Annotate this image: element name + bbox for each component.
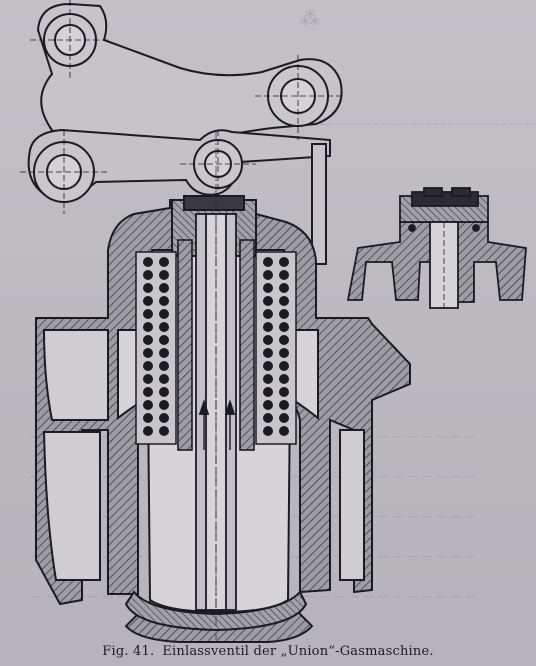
spring-coil xyxy=(143,374,153,384)
spring-coil xyxy=(143,309,153,319)
spring-coil xyxy=(143,283,153,293)
spring-coil xyxy=(263,257,273,267)
spring-coil xyxy=(279,270,289,280)
spring-coil xyxy=(263,309,273,319)
spring-coil xyxy=(159,348,169,358)
spring-coil xyxy=(143,361,153,371)
spring-coil xyxy=(279,348,289,358)
spring-coil xyxy=(279,413,289,423)
spring-coil xyxy=(263,335,273,345)
spring-coil xyxy=(143,296,153,306)
spring-coil xyxy=(279,361,289,371)
spring-coil xyxy=(143,257,153,267)
spring-coil xyxy=(279,374,289,384)
spring-coil xyxy=(279,335,289,345)
figure-caption: Fig. 41. Einlassventil der „Union“-Gasmas… xyxy=(0,644,536,659)
spring-coil xyxy=(279,309,289,319)
spring-coil xyxy=(279,387,289,397)
figure-caption-text: Einlassventil der „Union“-Gasmaschine. xyxy=(162,644,434,659)
spring-coil xyxy=(143,322,153,332)
spring-coil xyxy=(159,374,169,384)
valve-disc xyxy=(124,590,308,632)
lever-linkage xyxy=(20,0,345,265)
spring-coil xyxy=(159,361,169,371)
spring-coil xyxy=(263,296,273,306)
spring-coil xyxy=(263,322,273,332)
spring-coil xyxy=(159,413,169,423)
spring-coil xyxy=(263,270,273,280)
spring-coil xyxy=(263,361,273,371)
spring-coil xyxy=(263,387,273,397)
spring-coil xyxy=(159,309,169,319)
spring-coil xyxy=(279,322,289,332)
spring-coil xyxy=(263,426,273,436)
spring-coil xyxy=(159,400,169,410)
spring-coil xyxy=(263,283,273,293)
spring-coils-left xyxy=(143,257,169,436)
spring-coil xyxy=(279,296,289,306)
spring-coil xyxy=(143,426,153,436)
spring-coil xyxy=(159,426,169,436)
spring-coil xyxy=(143,348,153,358)
spring-coil xyxy=(263,348,273,358)
spring-coil xyxy=(143,400,153,410)
spring-coil xyxy=(159,387,169,397)
spring-coil xyxy=(143,335,153,345)
figure-number: Fig. 41. xyxy=(102,644,155,659)
spring-coil xyxy=(159,257,169,267)
spring-coil xyxy=(159,335,169,345)
valve-springs xyxy=(135,251,297,445)
spring-coil xyxy=(279,426,289,436)
spring-coils-right xyxy=(263,257,289,436)
spring-coil xyxy=(279,283,289,293)
detail-view xyxy=(346,187,527,310)
spring-coil xyxy=(263,413,273,423)
spring-coil xyxy=(263,374,273,384)
spring-coil xyxy=(159,296,169,306)
spring-coil xyxy=(263,400,273,410)
spring-coil xyxy=(143,270,153,280)
spring-coil xyxy=(279,257,289,267)
spring-coil xyxy=(143,387,153,397)
spring-coil xyxy=(159,322,169,332)
spring-coil xyxy=(159,270,169,280)
spring-coil xyxy=(143,413,153,423)
spring-coil xyxy=(279,400,289,410)
spring-coil xyxy=(159,283,169,293)
